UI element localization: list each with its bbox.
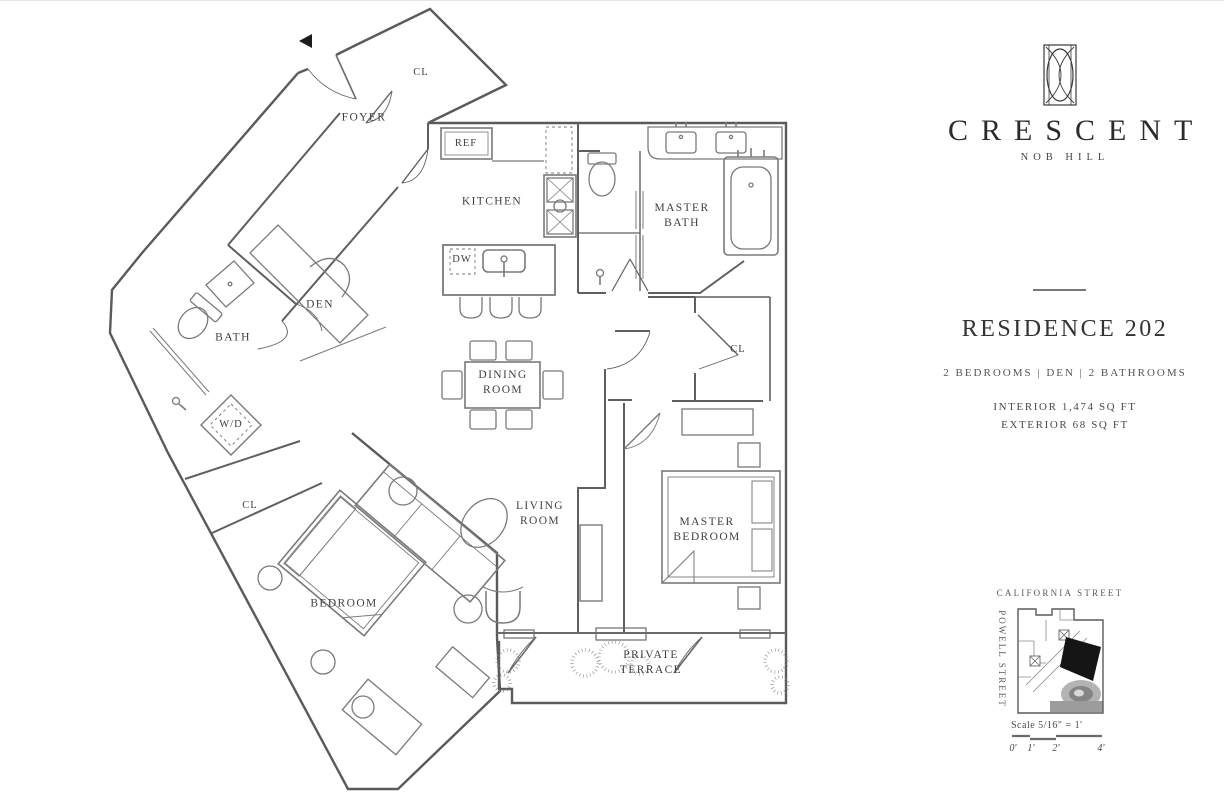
interior-walls [184,112,771,634]
fixture-label-dishwasher: DW [452,254,472,266]
fixture-label-fridge: REF [454,138,478,150]
master-bath-fixtures [587,122,783,285]
room-label-bedroom: BEDROOM [310,597,378,610]
room-label-closet-left: CL [242,500,258,512]
scale-tick-4: 4' [1097,743,1105,754]
room-label-dining-room: DINING ROOM [478,369,528,396]
scale-label: Scale 5/16" = 1' [1011,720,1083,731]
brand-name: CRESCENT [948,114,1206,147]
scale-bar [1012,734,1102,741]
scale-tick-2: 2' [1052,743,1060,754]
room-label-foyer: FOYER [341,111,387,124]
room-label-master-bath: MASTER BATH [654,202,710,229]
room-label-closet-hall: CL [730,344,746,356]
residence-title: RESIDENCE 202 [961,316,1169,342]
scale-tick-1: 1' [1027,743,1035,754]
room-label-kitchen: KITCHEN [461,195,523,208]
room-label-living-room: LIVING ROOM [516,500,564,527]
dining-set [441,340,564,430]
residence-exterior-area: EXTERIOR 68 SQ FT [1001,419,1129,431]
room-label-bath: BATH [215,331,251,344]
bath-fixtures [149,260,255,411]
master-bedroom-furniture [623,408,781,610]
scale-tick-0: 0' [1009,743,1017,754]
brand-location: NOB HILL [1020,152,1110,163]
kitchen-fixtures [440,126,577,319]
bedroom-furniture [257,489,491,756]
terrace-plants [492,640,790,695]
residence-interior-area: INTERIOR 1,474 SQ FT [993,401,1137,413]
room-label-den: DEN [306,298,334,311]
fixture-label-washer-dryer: W/D [219,419,243,431]
residence-features: 2 BEDROOMS | DEN | 2 BATHROOMS [943,367,1187,379]
street-label-california: CALIFORNIA STREET [996,588,1124,598]
living-room-furniture [354,462,603,624]
terrace-windows-doors [497,627,786,674]
den-furniture [249,224,387,362]
crescent-logo-emblem [1043,44,1077,106]
washer-dryer-fixture [200,394,262,456]
entry-doors [299,34,393,124]
key-plan [1017,608,1104,714]
room-label-closet-top: CL [413,67,429,79]
street-label-powell: POWELL STREET [997,610,1007,708]
unit-location-marker [1060,637,1101,681]
room-label-master-bedroom: MASTER BEDROOM [673,516,741,543]
room-label-private-terrace: PRIVATE TERRACE [619,649,683,676]
